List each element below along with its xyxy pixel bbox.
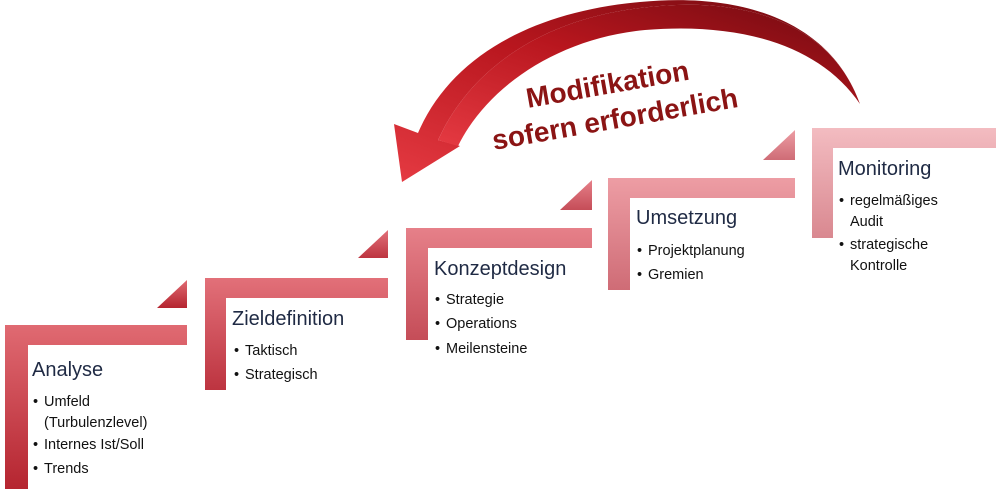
stage-bullet-mark: • (234, 343, 239, 359)
stage-bullet: Internes Ist/Soll (44, 437, 144, 453)
stage-bullet: Trends (44, 461, 89, 477)
stage-bullet: Taktisch (245, 343, 297, 359)
stage-konzeptdesign: Konzeptdesign • Strategie • Operations •… (406, 180, 592, 357)
stage-bullet-mark: • (33, 394, 38, 410)
stage-bullet-mark: • (435, 316, 440, 332)
stage-step-shape (205, 278, 388, 390)
stage-bullet: Strategie (446, 292, 504, 308)
curved-arrow-body (438, 4, 860, 147)
stage-step-shape (406, 228, 592, 340)
stage-bullet-mark: • (839, 193, 844, 209)
stage-bullet-mark: • (33, 437, 38, 453)
stage-bullet: Projektplanung (648, 243, 745, 259)
stage-title: Monitoring (838, 158, 931, 180)
stage-step-corner (358, 230, 388, 258)
stage-step-shape (608, 178, 795, 290)
stage-bullet-mark: • (435, 341, 440, 357)
stage-step-shape (812, 128, 996, 238)
stage-title: Umsetzung (636, 207, 737, 229)
stage-monitoring: Monitoring • regelmäßiges Audit • strate… (812, 128, 996, 274)
stage-bullet: regelmäßiges (850, 193, 938, 209)
stage-bullet: Strategisch (245, 367, 318, 383)
stage-bullet-mark: • (637, 267, 642, 283)
stage-step-shape (5, 325, 187, 489)
stage-bullet-mark: • (33, 461, 38, 477)
stage-analyse: Analyse • Umfeld (Turbulenzlevel) • Inte… (5, 280, 187, 489)
stage-bullet: Umfeld (44, 394, 90, 410)
stage-step-corner (560, 180, 592, 210)
stage-step-corner (763, 130, 795, 160)
stage-umsetzung: Umsetzung • Projektplanung • Gremien (608, 130, 795, 290)
stage-bullet: Gremien (648, 267, 704, 283)
stage-bullet-mark: • (839, 237, 844, 253)
curved-arrow-icon (394, 0, 860, 182)
stage-bullet-mark: • (435, 292, 440, 308)
stage-bullet: Kontrolle (850, 258, 907, 274)
stage-bullet-mark: • (234, 367, 239, 383)
stage-bullet: strategische (850, 237, 928, 253)
stage-zieldefinition: Zieldefinition • Taktisch • Strategisch (205, 230, 388, 390)
stage-step-corner (157, 280, 187, 308)
stage-title: Konzeptdesign (434, 258, 566, 280)
stage-bullet-mark: • (637, 243, 642, 259)
stage-bullet: (Turbulenzlevel) (44, 415, 147, 431)
stage-title: Analyse (32, 359, 103, 381)
stage-title: Zieldefinition (232, 308, 344, 330)
stage-bullet: Meilensteine (446, 341, 527, 357)
stage-bullet: Audit (850, 214, 883, 230)
stage-bullet: Operations (446, 316, 517, 332)
